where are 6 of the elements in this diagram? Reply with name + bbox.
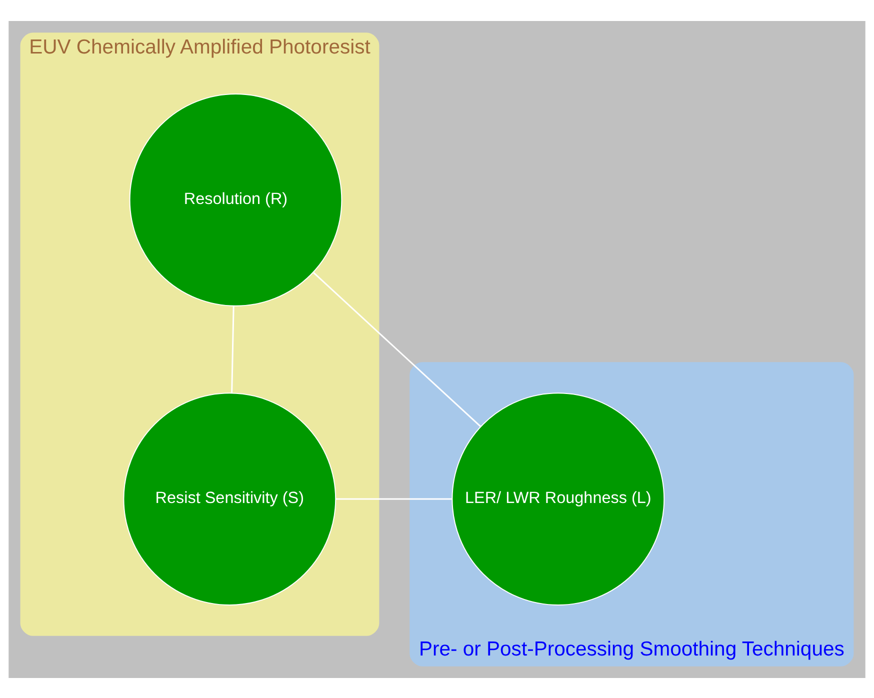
connector bbox=[312, 271, 482, 427]
node-circle: LER/ LWR Roughness (L) bbox=[452, 392, 665, 605]
connector bbox=[336, 498, 452, 500]
node-circle: Resolution (R) bbox=[129, 93, 342, 306]
connector bbox=[231, 306, 234, 393]
node-circle: Resist Sensitivity (S) bbox=[123, 392, 336, 605]
